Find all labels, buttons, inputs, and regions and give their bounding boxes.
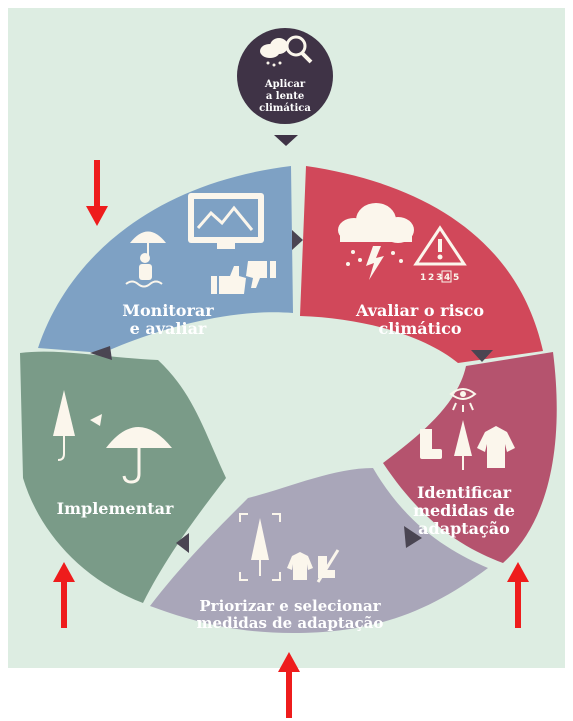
center-label-line3: climática [259,103,311,114]
center-pointer [274,135,298,146]
risk-scale-3: 3 [436,273,442,283]
identificar-label-line1: Identificar [417,483,512,502]
implementar-label: Implementar [57,499,174,518]
folded-umbrella-icon [53,390,75,461]
warning-triangle-icon [413,225,467,266]
priorizar-label-line2: medidas de adaptação [197,614,384,632]
cycle-arrow-5 [90,346,112,360]
eye-icon [449,388,477,412]
cycle-arrow-4 [176,533,189,553]
risk-scale-1: 1 [420,273,426,283]
raincoat-icon [477,426,515,468]
crossed-boot-icon [316,549,340,583]
cycle-arrow-3 [404,526,422,548]
annotation-arrow-identificar [507,562,529,628]
risk-scale-4: 4 [444,273,450,283]
focus-frame-icon [239,513,281,581]
avaliar-label-line1: Avaliar o risco [355,301,484,320]
identificar-label-line3: adaptação [418,519,510,538]
center-label-line2: a lente [266,91,304,102]
storm-cloud-icon [338,203,414,280]
annotation-arrow-monitorar [86,160,108,226]
cycle-arrow-1 [292,230,303,250]
open-umbrella-icon [106,427,172,484]
boot-icon [420,429,442,459]
identificar-label-line2: medidas de [413,501,515,520]
thumbs-up-down-icon [211,261,276,294]
avaliar-label-line2: climático [378,319,461,338]
open-arrow-icon [90,414,102,426]
cloud-magnifier-icon [260,35,313,67]
monitor-screen-icon [188,193,264,249]
segment-priorizar [150,468,488,633]
small-raincoat-icon [287,552,313,580]
annotation-arrow-implementar [53,562,75,628]
monitorar-label-line1: Monitorar [122,301,214,320]
closed-umbrella-icon [454,420,472,470]
selected-umbrella-icon [251,518,269,576]
annotation-arrow-priorizar [278,652,300,718]
risk-scale-2: 2 [428,273,434,283]
risk-scale-5: 5 [453,273,459,283]
risk-scale: 1 2 3 4 5 [420,270,459,283]
segment-identificar [383,352,557,563]
priorizar-label-line1: Priorizar e selecionar [199,597,381,615]
umbrella-person-icon [125,231,166,288]
center-label-line1: Aplicar [264,79,306,90]
adaptation-cycle-diagram: Aplicar a lente climática Monitorar e av… [8,8,565,668]
monitorar-label-line2: e avaliar [130,319,207,338]
cycle-arrow-2 [471,350,493,362]
